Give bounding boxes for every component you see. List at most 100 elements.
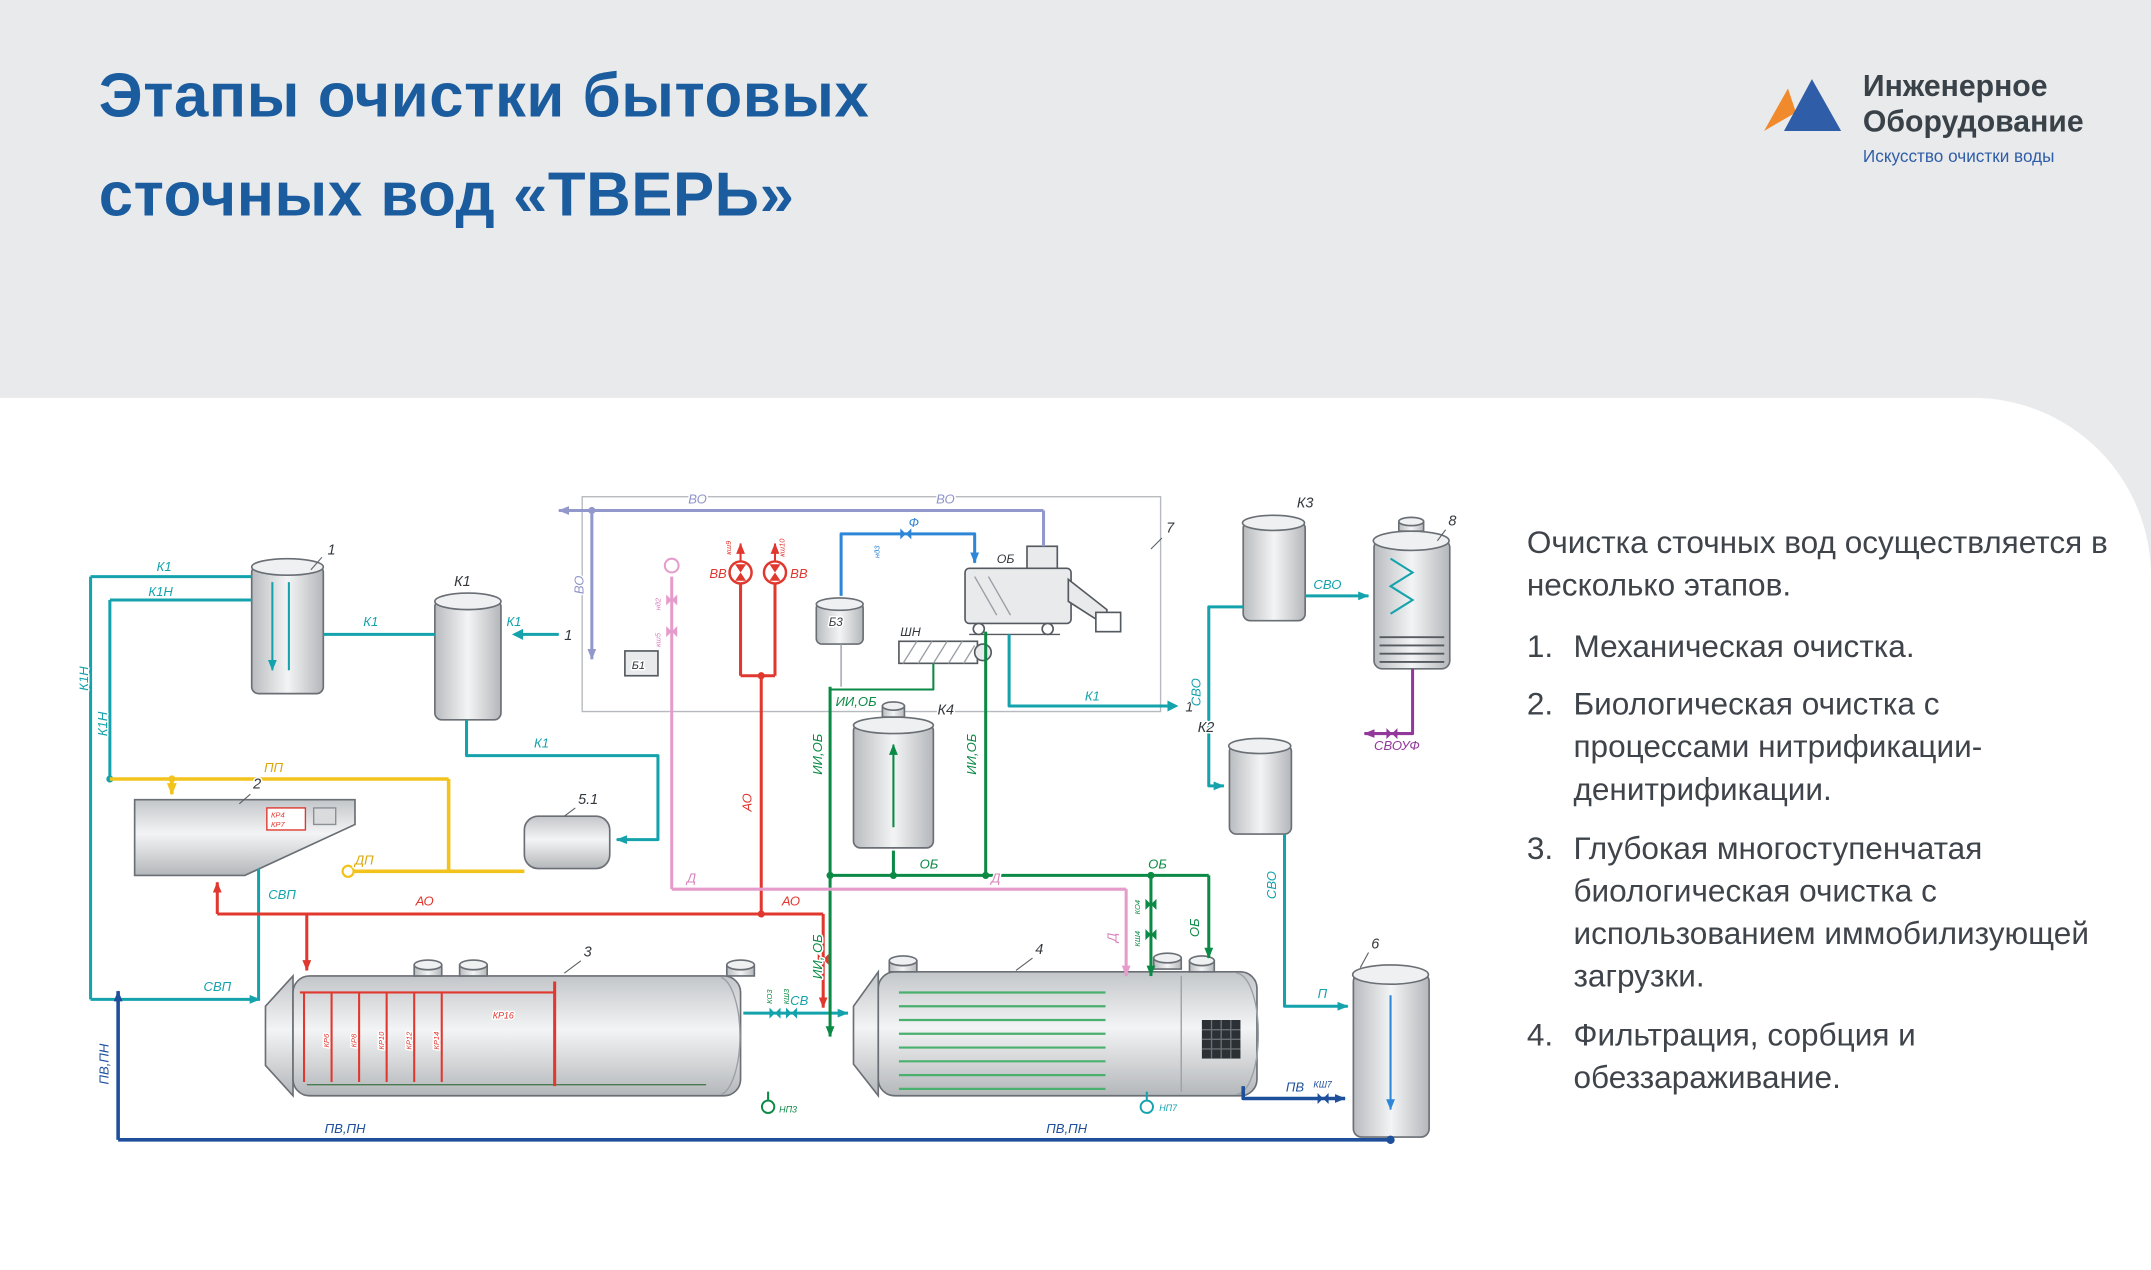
label-ao-v: АО — [740, 793, 755, 812]
label-conn1-a: 1 — [564, 628, 572, 644]
label-kr6: КР6 — [322, 1033, 331, 1048]
label-k1-in: К1 — [157, 559, 172, 574]
label-vo-a: ВО — [688, 492, 707, 507]
title-line-2: сточных вод «ТВЕРЬ» — [98, 159, 795, 230]
label-tank-k3: К3 — [1297, 496, 1314, 512]
step-item-1: 1.Механическая очистка. — [1527, 625, 2114, 668]
tank-k4-recirculation — [852, 701, 935, 849]
pipes-violet-svouf — [1363, 668, 1415, 740]
label-ko3: КО3 — [765, 989, 774, 1004]
label-k1-d: К1 — [506, 614, 521, 629]
tank-1-receiving — [250, 556, 325, 695]
label-f: Ф — [909, 515, 919, 530]
label-sv: СВ — [790, 993, 808, 1008]
pipes-green-ob-ii — [760, 631, 1214, 1114]
tank-8-sorption-uv — [1372, 516, 1451, 670]
label-svp-1: СВП — [268, 887, 296, 902]
label-k1n-v1: К1Н — [80, 666, 91, 691]
tank-k2 — [1227, 737, 1293, 835]
pipes-lavender-vo — [558, 506, 1046, 660]
pipes-pink-dosing — [663, 557, 1131, 977]
step-num-4: 4. — [1526, 1016, 1554, 1052]
label-ao-b: АО — [781, 894, 800, 909]
label-nd2: нд2 — [654, 597, 663, 610]
step-text-4: Фильтрация, сорбция и обеззараживание. — [1573, 1016, 1916, 1095]
tank-6-wash-water — [1351, 952, 1430, 1138]
label-p: П — [1318, 986, 1328, 1001]
title-line-1: Этапы очистки бытовых — [98, 60, 870, 131]
label-ko4: КО4 — [1133, 900, 1142, 914]
label-kr8: КР8 — [349, 1033, 358, 1048]
label-vv-r: ВВ — [790, 566, 808, 581]
step-num-2: 2. — [1526, 685, 1554, 722]
label-vo-b: ВО — [936, 492, 955, 507]
label-k1n-in: К1Н — [148, 584, 173, 599]
label-tag-8: 8 — [1448, 514, 1456, 530]
label-ksh10: кш10 — [778, 538, 787, 557]
label-tag-5-1: 5.1 — [578, 792, 598, 808]
tank-4-immobilized-media — [852, 952, 1260, 1099]
tank-2-primary-settler — [133, 793, 356, 877]
sludge-tank-b3 — [815, 597, 864, 687]
label-vo-v: ВО — [572, 576, 587, 595]
label-tank-k2: К2 — [1198, 720, 1215, 736]
step-text-1: Механическая очистка. — [1573, 627, 1915, 664]
label-kr7: КР7 — [271, 820, 286, 829]
label-tag-7: 7 — [1166, 521, 1175, 537]
screw-conveyor — [898, 640, 993, 665]
diagram-labels: 1 2 3 4 5.1 6 7 8 К1 К2 К3 К4 Б1 Б3 ШН О… — [80, 490, 1458, 1137]
label-iiob-d: ИИ,ОБ — [964, 733, 979, 775]
steps-panel: Очистка сточных вод осуществляется в нес… — [1527, 521, 2114, 1114]
label-svo-v2: СВО — [1264, 871, 1279, 899]
label-nd3: нд3 — [873, 545, 882, 558]
label-tag-3: 3 — [584, 945, 592, 961]
pipes-blue-filtrate — [839, 528, 980, 596]
label-shn: ШН — [900, 625, 920, 639]
label-tag-2: 2 — [252, 777, 261, 793]
tank-k3 — [1241, 514, 1306, 622]
label-pvpn-a: ПВ,ПН — [325, 1121, 366, 1136]
label-kr12: КР12 — [404, 1031, 413, 1050]
tank-k1-averager — [434, 592, 502, 721]
label-pp: ПП — [264, 760, 283, 775]
step-num-3: 3. — [1526, 829, 1554, 866]
label-conn1-b: 1 — [1185, 700, 1193, 716]
logo-orange-triangle — [1764, 88, 1796, 131]
logo-name-line2: Оборудование — [1862, 104, 2084, 139]
label-ob-b: ОБ — [1148, 857, 1167, 872]
label-tank-k4: К4 — [937, 702, 954, 718]
process-diagram: 1 2 3 4 5.1 6 7 8 К1 К2 К3 К4 Б1 Б3 ШН О… — [80, 490, 1458, 1144]
tank-5-1-pump-unit — [523, 807, 611, 870]
box-7-leader — [1150, 537, 1163, 550]
label-pvpn-b: ПВ,ПН — [1046, 1121, 1087, 1136]
label-ksh3: КШ3 — [782, 988, 791, 1004]
label-kr16: КР16 — [493, 1011, 514, 1021]
label-iiob-c: ИИ, ОБ — [810, 934, 825, 979]
label-tag-4: 4 — [1035, 942, 1043, 958]
label-kr10: КР10 — [377, 1031, 386, 1050]
company-logo: Инженерное Оборудование Искусство очистк… — [1761, 68, 2084, 166]
label-kr4: КР4 — [271, 811, 285, 820]
label-vv-l: ВВ — [709, 566, 727, 581]
label-d-v: Д — [1105, 933, 1120, 944]
label-tank-k1: К1 — [454, 574, 471, 590]
label-svp-2: СВП — [204, 979, 232, 994]
label-dp: ДП — [353, 852, 374, 867]
label-ksh5: кш5 — [654, 632, 663, 647]
tank-3-biological — [264, 959, 756, 1098]
intro-text: Очистка сточных вод осуществляется в нес… — [1526, 524, 2108, 603]
label-tag-1: 1 — [327, 543, 335, 559]
label-svo-a: СВО — [1313, 577, 1341, 592]
page-title: Этапы очистки бытовых сточных вод «ТВЕРЬ… — [99, 47, 870, 245]
label-k1-press: К1 — [1085, 689, 1100, 704]
pipes-red-ao — [212, 542, 829, 1087]
pipes-yellow-sludge — [109, 775, 525, 878]
label-k1n-v2: К1Н — [95, 711, 110, 736]
tank-b1 — [624, 650, 659, 677]
logo-blue-triangle — [1783, 79, 1842, 131]
label-iiob-b: ИИ,ОБ — [836, 694, 878, 709]
dewatering-press-machine — [964, 545, 1122, 636]
logo-name-line1: Инженерное — [1862, 68, 2048, 103]
equipment-boundary-box — [581, 496, 1162, 713]
